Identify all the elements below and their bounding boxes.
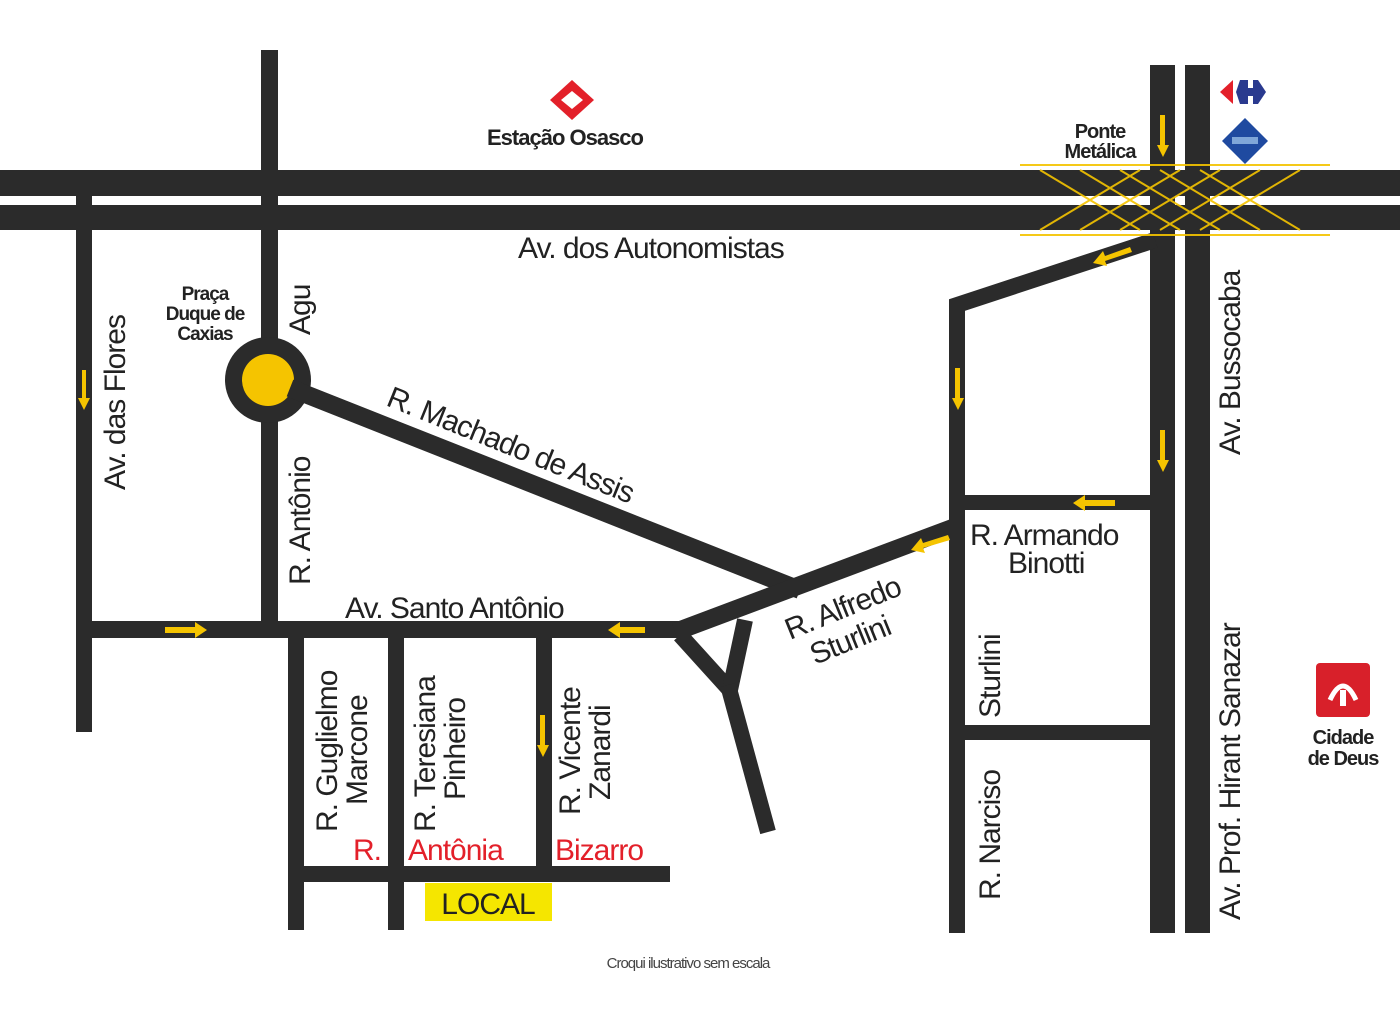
street-label-narciso: R. Narciso [974,770,1007,900]
arrow-down-icon [952,368,964,410]
arrow-right-icon [165,622,207,638]
sams-club-icon [1222,118,1268,164]
street-label-hirant: Av. Prof. Hirant Sanazar [1214,622,1247,920]
street-label-santo-antonio: Av. Santo Antônio [345,592,564,625]
arrow-down-icon [1157,430,1169,472]
bank-label-2: de Deus [1308,748,1380,770]
street-label-antonia: Antônia [408,834,504,867]
road-sturlini [949,232,1158,933]
street-label-teresiana-2: Pinheiro [439,698,472,800]
local-label: LOCAL [441,888,535,921]
road-flores [76,195,92,732]
road-antonia-bizarro [288,866,670,882]
roundabout-center [242,354,294,406]
square-label-2: Duque de [166,304,245,325]
road-santo-antonio [76,621,680,638]
bank-label-1: Cidade [1313,727,1375,749]
street-label-guglielmo-1: R. Guglielmo [311,670,344,832]
street-label-sturlini: Sturlini [974,634,1007,718]
arrow-left-icon [911,535,950,553]
road-bussocaba-east [1185,65,1210,933]
street-label-armando-1: R. Armando [970,519,1119,552]
street-label-bussocaba: Av. Bussocaba [1214,269,1247,455]
bradesco-icon [1316,663,1370,717]
road-machado-de-assis [286,379,804,599]
map-caption: Croqui ilustrativo sem escala [607,955,771,972]
street-label-antonio: R. Antônio [284,456,317,585]
street-label-vicente-1: R. Vicente [554,687,587,815]
arrow-left-icon [608,622,645,638]
station-label: Estação Osasco [487,125,644,150]
bridge-label-2: Metálica [1065,141,1138,163]
road-fork-west [674,629,734,694]
road-alfredo-sturlini [671,518,959,641]
street-label-vicente-2: Zanardi [584,705,617,800]
road-teresiana [388,638,404,930]
bridge-hatch [1020,164,1330,236]
square-label-3: Caxias [177,324,233,345]
road-fork-east [722,618,753,692]
local-marker [425,883,552,921]
arrow-left-icon [1093,247,1132,266]
square-label-1: Praça [182,284,230,305]
road-guglielmo [288,638,304,930]
arrow-left-icon [1073,495,1115,511]
arrow-down-icon [1157,115,1169,157]
street-label-teresiana-1: R. Teresiana [409,675,442,832]
street-label-autonomistas: Av. dos Autonomistas [518,232,784,265]
arrow-down-icon [78,370,90,410]
street-label-guglielmo-2: Marcone [341,695,374,805]
street-label-antonia-r: R. [353,834,381,867]
one-way-arrows [78,115,1169,757]
arrow-down-icon [537,715,549,757]
road-armando-binotti [957,495,1152,510]
street-label-flores: Av. das Flores [99,315,132,490]
carrefour-icon [1220,80,1266,104]
train-station-icon [550,80,594,120]
street-label-agu: Agu [284,285,317,335]
road-fork-south [720,682,776,835]
street-label-bizarro: Bizarro [555,834,643,867]
street-label-armando-2: Binotti [1008,547,1084,580]
road-narciso-cross [957,725,1152,740]
bridge-label-1: Ponte [1075,121,1126,143]
